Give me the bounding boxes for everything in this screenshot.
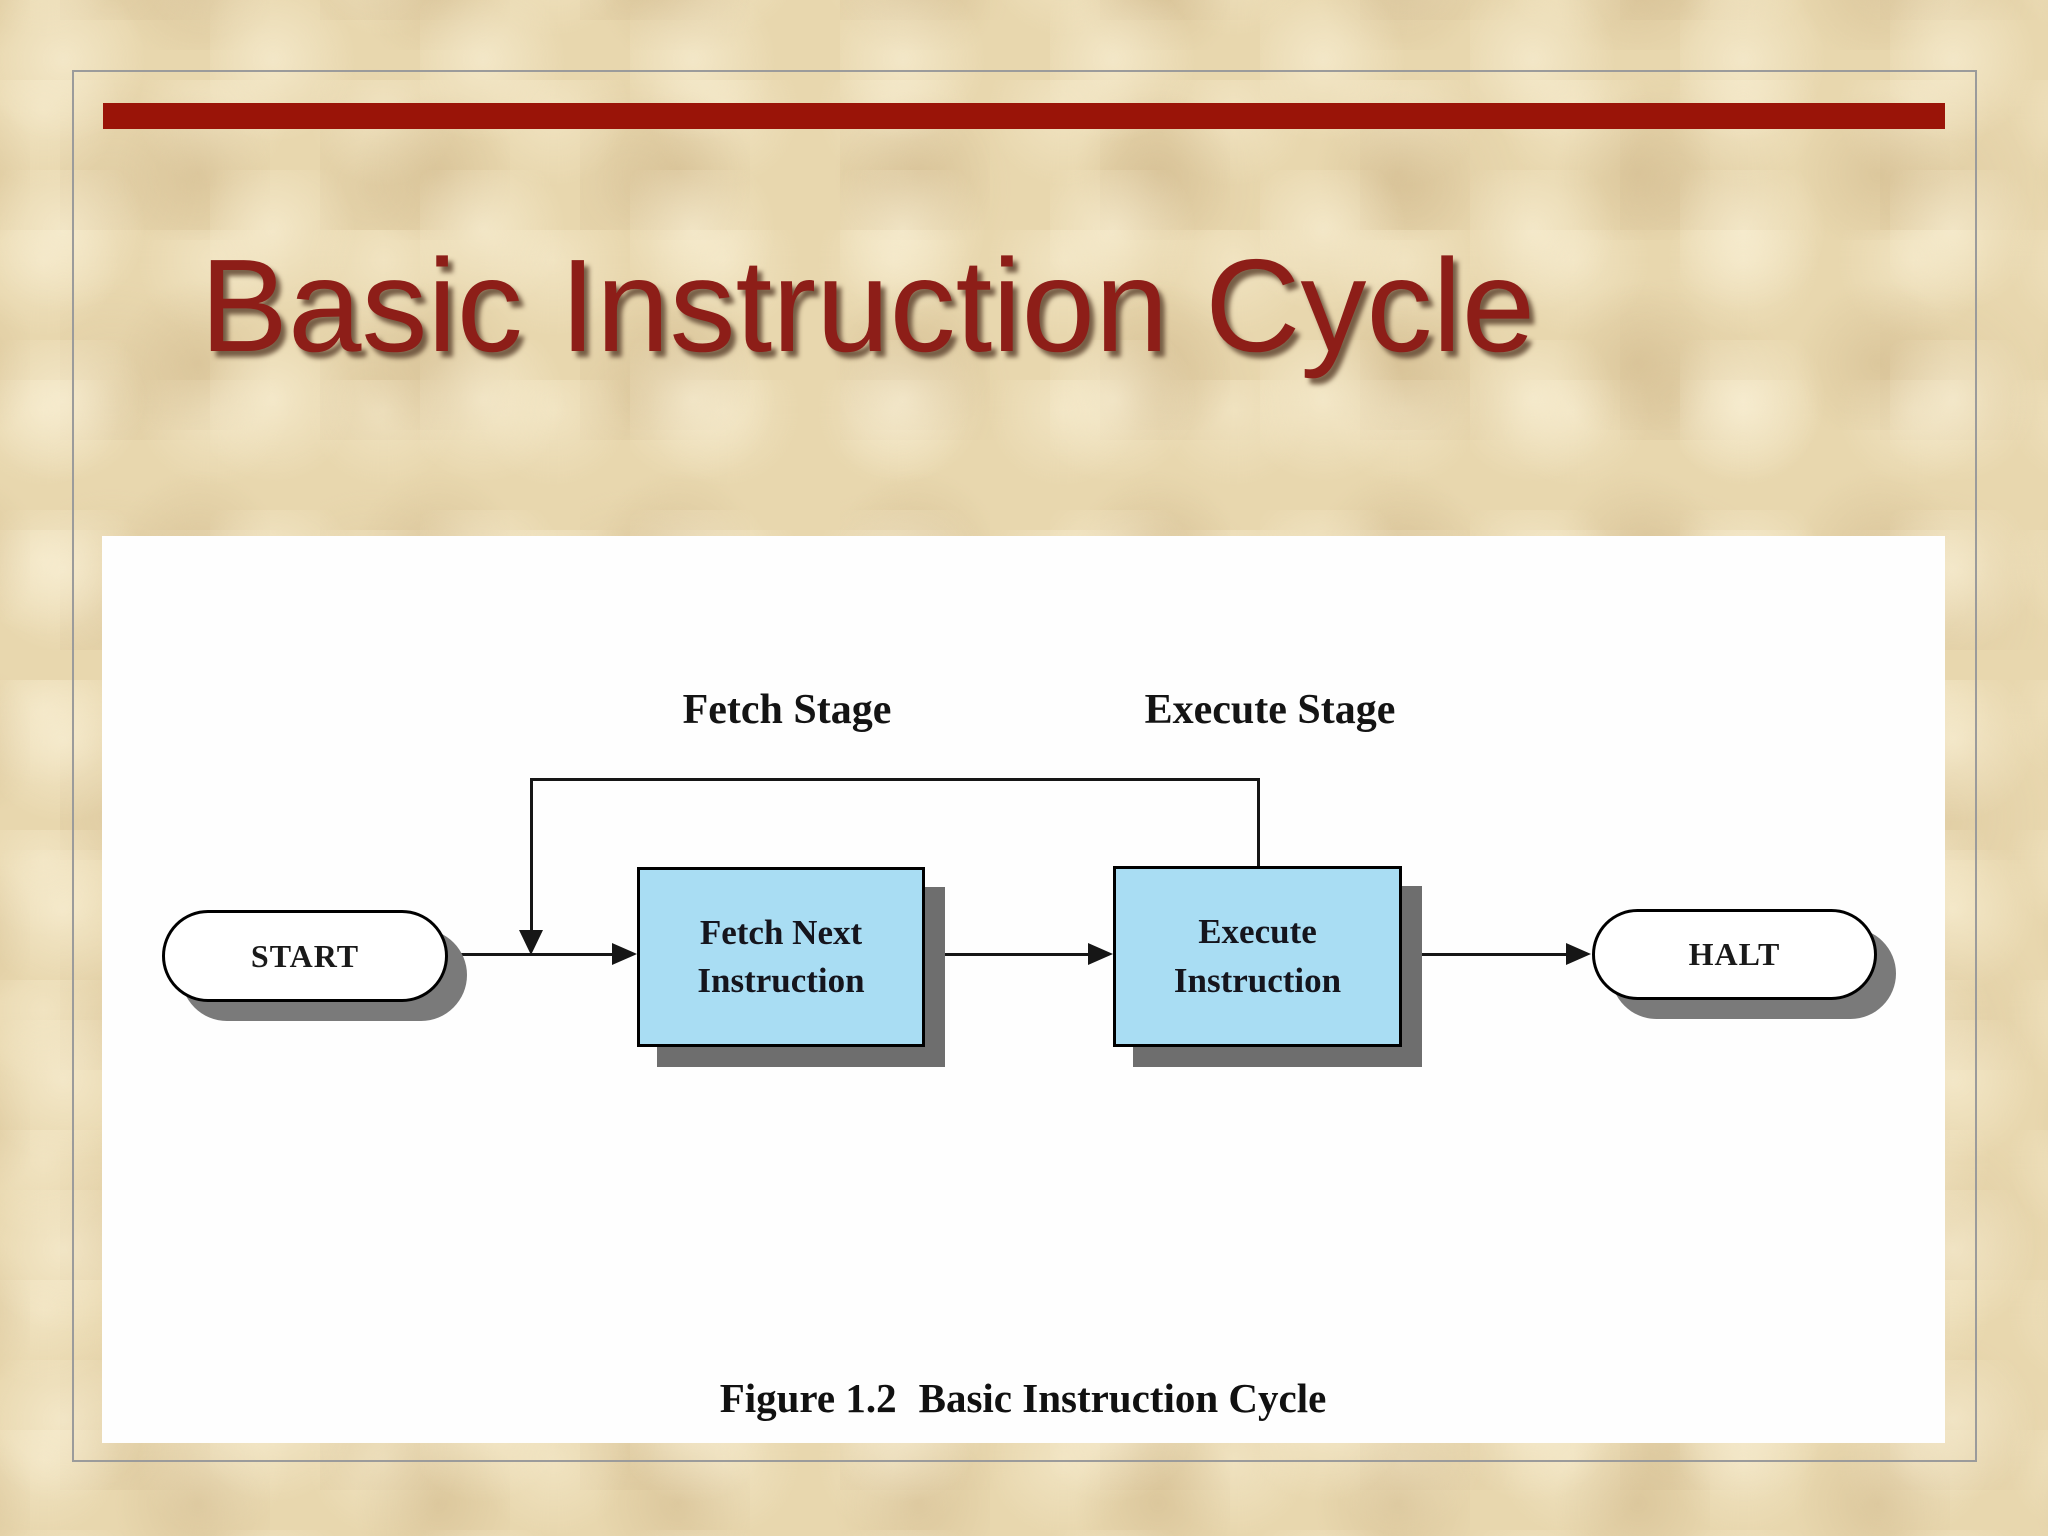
feedback-line-right-segment (1257, 778, 1260, 870)
start-terminator: START (162, 910, 448, 1002)
execute-box-line1: Execute (1198, 912, 1317, 952)
title-accent-bar (103, 103, 1945, 129)
feedback-line-left-segment (530, 778, 533, 932)
figure-caption: Figure 1.2 Basic Instruction Cycle (720, 1374, 1327, 1422)
arrowhead-into-halt-icon (1566, 943, 1591, 965)
figure-caption-text: Basic Instruction Cycle (918, 1375, 1327, 1421)
halt-terminator: HALT (1592, 909, 1877, 1000)
arrowhead-into-execute-icon (1088, 943, 1113, 965)
fetch-box-line2: Instruction (697, 961, 865, 1000)
slide-title: Basic Instruction Cycle (200, 232, 1536, 379)
fetch-next-instruction-box: Fetch Next Instruction (637, 867, 925, 1047)
fetch-stage-label: Fetch Stage (682, 687, 892, 733)
arrowhead-into-fetch-icon (612, 943, 637, 965)
diagram-panel: Fetch Stage Execute Stage START Fetch Ne… (102, 536, 1945, 1443)
start-label: START (250, 937, 360, 974)
figure-caption-number: Figure 1.2 (719, 1375, 897, 1421)
flow-line-start-to-fetch (448, 953, 614, 956)
feedback-arrowhead-down-icon (519, 930, 543, 955)
execute-instruction-box: Execute Instruction (1113, 866, 1402, 1047)
feedback-line-horizontal (530, 778, 1260, 781)
fetch-box-line1: Fetch Next (699, 912, 863, 952)
flow-line-fetch-to-execute (925, 953, 1090, 956)
execute-stage-label: Execute Stage (1144, 687, 1396, 733)
slide-border-frame (72, 70, 1977, 1462)
flow-line-execute-to-halt (1402, 953, 1568, 956)
halt-label: HALT (1688, 936, 1781, 972)
execute-box-line2: Instruction (1173, 960, 1342, 1000)
